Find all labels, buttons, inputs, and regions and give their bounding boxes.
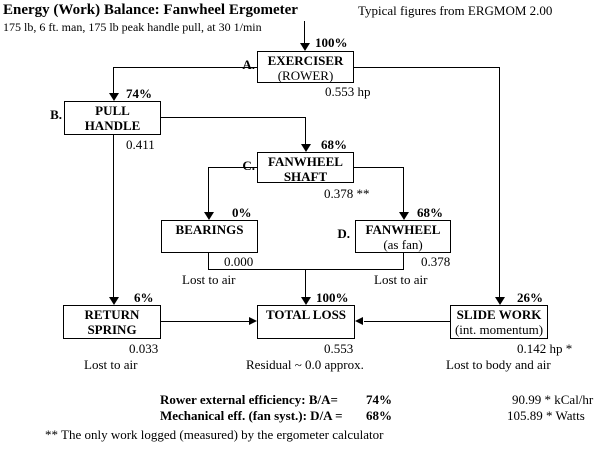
loss-bearings: Lost to air: [182, 272, 236, 287]
label-letter-b: B.: [50, 107, 62, 122]
value-pull-handle: 0.411: [126, 137, 155, 152]
summary-mechanical-efficiency-value: 68%: [366, 408, 392, 423]
value-return-spring: 0.033: [129, 341, 159, 356]
box-pull-handle-label: PULL: [95, 103, 130, 118]
label-letter-a: A.: [242, 57, 255, 72]
arrowhead-down-icon: [301, 144, 311, 152]
connector-line: [113, 67, 257, 68]
arrowhead-down-icon: [399, 212, 409, 220]
arrowhead-down-icon: [495, 297, 505, 305]
loss-fanwheel: Lost to air: [374, 272, 428, 287]
box-return-spring-label2: SPRING: [87, 322, 137, 337]
box-slide-work-sublabel: (int. momentum): [454, 322, 544, 337]
connector-line: [161, 321, 250, 322]
summary-rower-efficiency-label: Rower external efficiency: B/A=: [160, 392, 338, 407]
percent-return-spring: 6%: [134, 290, 154, 305]
connector-line: [364, 321, 450, 322]
box-bearings: BEARINGS: [161, 220, 258, 253]
loss-return-spring: Lost to air: [84, 357, 138, 372]
arrowhead-down-icon: [109, 297, 119, 305]
percent-pull-handle: 74%: [126, 86, 152, 101]
box-fanwheel-shaft: FANWHEEL SHAFT: [257, 152, 354, 184]
value-slide-work: 0.142 hp *: [517, 341, 573, 356]
page-title: Energy (Work) Balance: Fanwheel Ergomete…: [3, 2, 298, 18]
box-slide-work: SLIDE WORK (int. momentum): [450, 305, 548, 339]
connector-line: [161, 117, 305, 118]
connector-line: [403, 167, 404, 213]
arrowhead-down-icon: [109, 93, 119, 101]
box-return-spring-label: RETURN: [84, 307, 140, 322]
loss-total-loss: Residual ~ 0.0 approx.: [246, 357, 364, 372]
connector-line: [113, 135, 114, 298]
connector-line: [305, 269, 306, 298]
loss-slide-work: Lost to body and air: [446, 357, 551, 372]
arrowhead-right-icon: [249, 317, 257, 325]
box-pull-handle-label2: HANDLE: [84, 118, 141, 133]
box-fanwheel-shaft-label2: SHAFT: [283, 169, 328, 184]
arrowhead-down-icon: [300, 43, 310, 51]
box-fanwheel-label: FANWHEEL: [365, 222, 441, 237]
summary-watts: 105.89 * Watts: [507, 408, 585, 423]
connector-line: [403, 253, 404, 269]
box-slide-work-label: SLIDE WORK: [456, 307, 542, 322]
label-letter-d: D.: [337, 226, 350, 241]
box-fanwheel: FANWHEEL (as fan): [355, 220, 451, 253]
box-return-spring: RETURN SPRING: [63, 305, 161, 339]
arrowhead-down-icon: [301, 297, 311, 305]
value-bearings: 0.000: [224, 254, 254, 269]
arrowhead-left-icon: [355, 317, 363, 325]
box-bearings-label: BEARINGS: [175, 222, 244, 237]
value-fanwheel: 0.378: [421, 254, 451, 269]
percent-total-loss: 100%: [316, 290, 349, 305]
box-exerciser-label: EXERCISER: [267, 53, 344, 68]
value-total-loss: 0.553: [324, 341, 354, 356]
box-fanwheel-sublabel: (as fan): [383, 237, 423, 252]
percent-slide-work: 26%: [517, 290, 543, 305]
box-exerciser: EXERCISER (ROWER): [257, 51, 354, 83]
connector-line: [208, 269, 404, 270]
box-pull-handle: PULL HANDLE: [64, 101, 161, 135]
summary-kcal-per-hr: 90.99 * kCal/hr: [512, 392, 594, 407]
box-total-loss: TOTAL LOSS: [257, 305, 355, 339]
value-exerciser: 0.553 hp: [325, 84, 371, 99]
footnote: ** The only work logged (measured) by th…: [45, 427, 384, 442]
connector-line: [354, 67, 499, 68]
connector-line: [208, 253, 209, 269]
percent-fanwheel-shaft: 68%: [321, 137, 347, 152]
percent-exerciser: 100%: [315, 35, 348, 50]
summary-rower-efficiency-value: 74%: [366, 392, 392, 407]
percent-bearings: 0%: [232, 205, 252, 220]
page-subtitle: 175 lb, 6 ft. man, 175 lb peak handle pu…: [3, 20, 262, 34]
summary-mechanical-efficiency-label: Mechanical eff. (fan syst.): D/A =: [160, 408, 343, 423]
source-note: Typical figures from ERGMOM 2.00: [358, 3, 553, 18]
connector-line: [113, 67, 114, 94]
box-exerciser-sublabel: (ROWER): [277, 68, 334, 83]
connector-line: [208, 167, 257, 168]
arrowhead-down-icon: [204, 212, 214, 220]
percent-fanwheel: 68%: [417, 205, 443, 220]
connector-line: [354, 167, 403, 168]
connector-line: [208, 167, 209, 213]
box-total-loss-label: TOTAL LOSS: [265, 307, 347, 322]
connector-line: [499, 67, 500, 298]
connector-line: [305, 117, 306, 145]
box-fanwheel-shaft-label: FANWHEEL: [268, 154, 343, 169]
label-letter-c: C.: [242, 158, 255, 173]
connector-line: [304, 21, 305, 45]
value-fanwheel-shaft: 0.378 **: [324, 186, 370, 201]
